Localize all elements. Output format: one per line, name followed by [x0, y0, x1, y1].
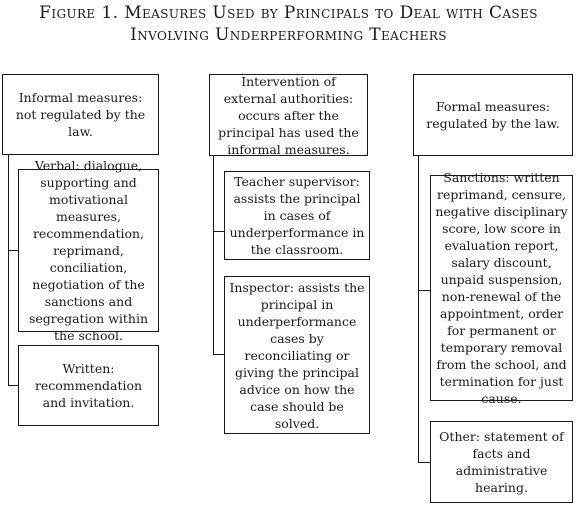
informal-connector-to-written [8, 385, 18, 386]
written-measures-box: Written: recommendation and invitation. [18, 345, 159, 426]
external-authorities-box: Intervention of external authorities: oc… [209, 74, 368, 157]
figure-title-line-2: Involving Underperforming Teachers [130, 25, 447, 45]
external-connector-to-inspector [213, 354, 224, 355]
informal-connector-to-verbal [8, 250, 18, 251]
formal-measures-box: Formal measures: regulated by the law. [413, 74, 573, 156]
other-measures-box: Other: statement of facts and administra… [430, 421, 573, 503]
teacher-supervisor-box: Teacher supervisor: assists the principa… [224, 171, 370, 260]
formal-connector-to-other [418, 462, 430, 463]
informal-measures-box: Informal measures: not regulated by the … [2, 74, 159, 155]
figure-title-line-1: Figure 1. Measures Used by Principals to… [39, 3, 538, 23]
inspector-box: Inspector: assists the principal in unde… [224, 276, 370, 434]
external-connector-vertical [213, 156, 214, 354]
verbal-measures-box: Verbal: dialogue, supporting and motivat… [18, 158, 159, 343]
formal-connector-vertical [418, 156, 419, 462]
informal-connector-vertical [8, 155, 9, 385]
sanctions-box: Sanctions: written reprimand, censure, n… [430, 170, 573, 406]
external-connector-to-supervisor [213, 231, 224, 232]
formal-connector-to-sanctions [418, 290, 430, 291]
